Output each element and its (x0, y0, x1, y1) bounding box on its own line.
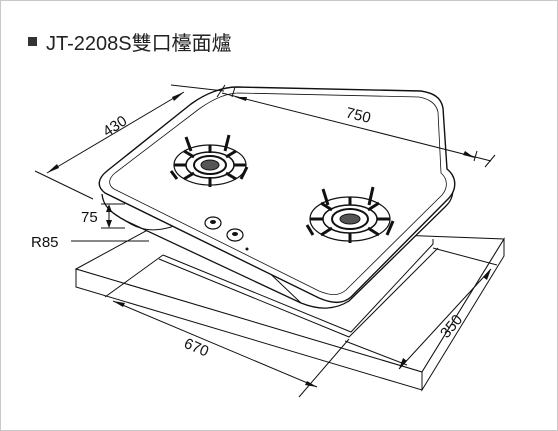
indicator-dot (245, 247, 249, 251)
control-knob-icon (204, 216, 222, 230)
dimension-label-cutout-width: 670 (181, 335, 211, 360)
control-knob-icon (226, 228, 244, 242)
dimension-75: 75 (81, 203, 125, 229)
cutout-opening (158, 239, 439, 338)
burner-grate-icon (169, 134, 249, 187)
dimension-r85: R85 (31, 234, 149, 251)
square-bullet-icon (28, 37, 37, 46)
dimension-label-top-depth: 430 (100, 112, 130, 140)
burner-grate-icon (305, 186, 395, 243)
dimension-label-top-width: 750 (344, 104, 372, 127)
dimension-label-radius: R85 (31, 234, 59, 251)
dimension-label-height: 75 (81, 209, 98, 226)
diagram-title: JT-2208S雙口檯面爐 (46, 33, 232, 55)
diagram-title-row: JT-2208S雙口檯面爐 (28, 27, 232, 56)
dimension-750: 750 (216, 84, 496, 168)
